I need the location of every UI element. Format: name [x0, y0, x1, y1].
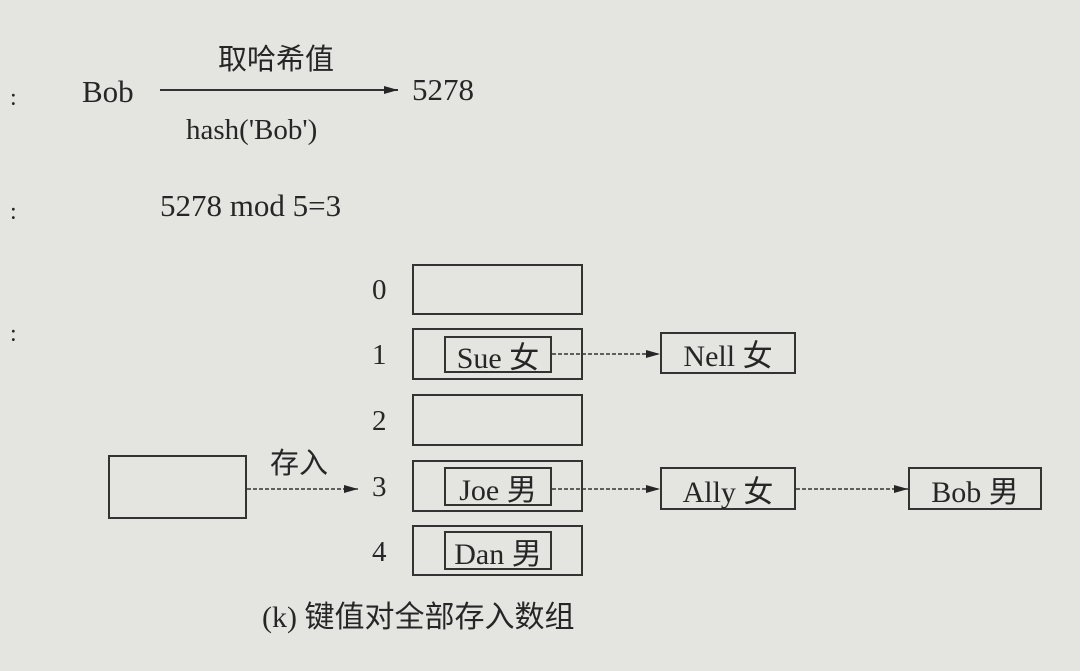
hash-key: Bob — [82, 74, 134, 109]
step-marker: : — [10, 85, 17, 111]
array-slot-4 — [412, 525, 583, 576]
array-index: 1 — [372, 339, 387, 371]
array-index: 0 — [372, 274, 387, 306]
entry-dan: Dan 男 — [444, 531, 552, 571]
array-slot-2 — [412, 394, 583, 446]
figure-caption: (k) 键值对全部存入数组 — [262, 601, 575, 634]
array-slot-3 — [412, 460, 583, 512]
entry-nell: Nell 女 — [660, 332, 796, 374]
new-entry-box — [108, 455, 247, 519]
array-index: 3 — [372, 471, 387, 503]
step-marker: : — [10, 199, 17, 225]
mod-expression: 5278 mod 5=3 — [160, 188, 342, 223]
step-marker: : — [10, 321, 17, 347]
hash-arrow-label-top: 取哈希值 — [218, 44, 335, 76]
entry-bob: Bob 男 — [908, 467, 1042, 510]
array-index: 2 — [372, 405, 387, 437]
array-slot-0 — [412, 264, 583, 315]
entry-ally: Ally 女 — [660, 467, 796, 510]
hash-arrow-label-bottom: hash('Bob') — [186, 114, 318, 146]
hash-result: 5278 — [412, 72, 474, 107]
entry-sue: Sue 女 — [444, 336, 552, 375]
array-index: 4 — [372, 536, 387, 568]
entry-joe: Joe 男 — [444, 467, 552, 507]
insert-label: 存入 — [270, 448, 329, 480]
